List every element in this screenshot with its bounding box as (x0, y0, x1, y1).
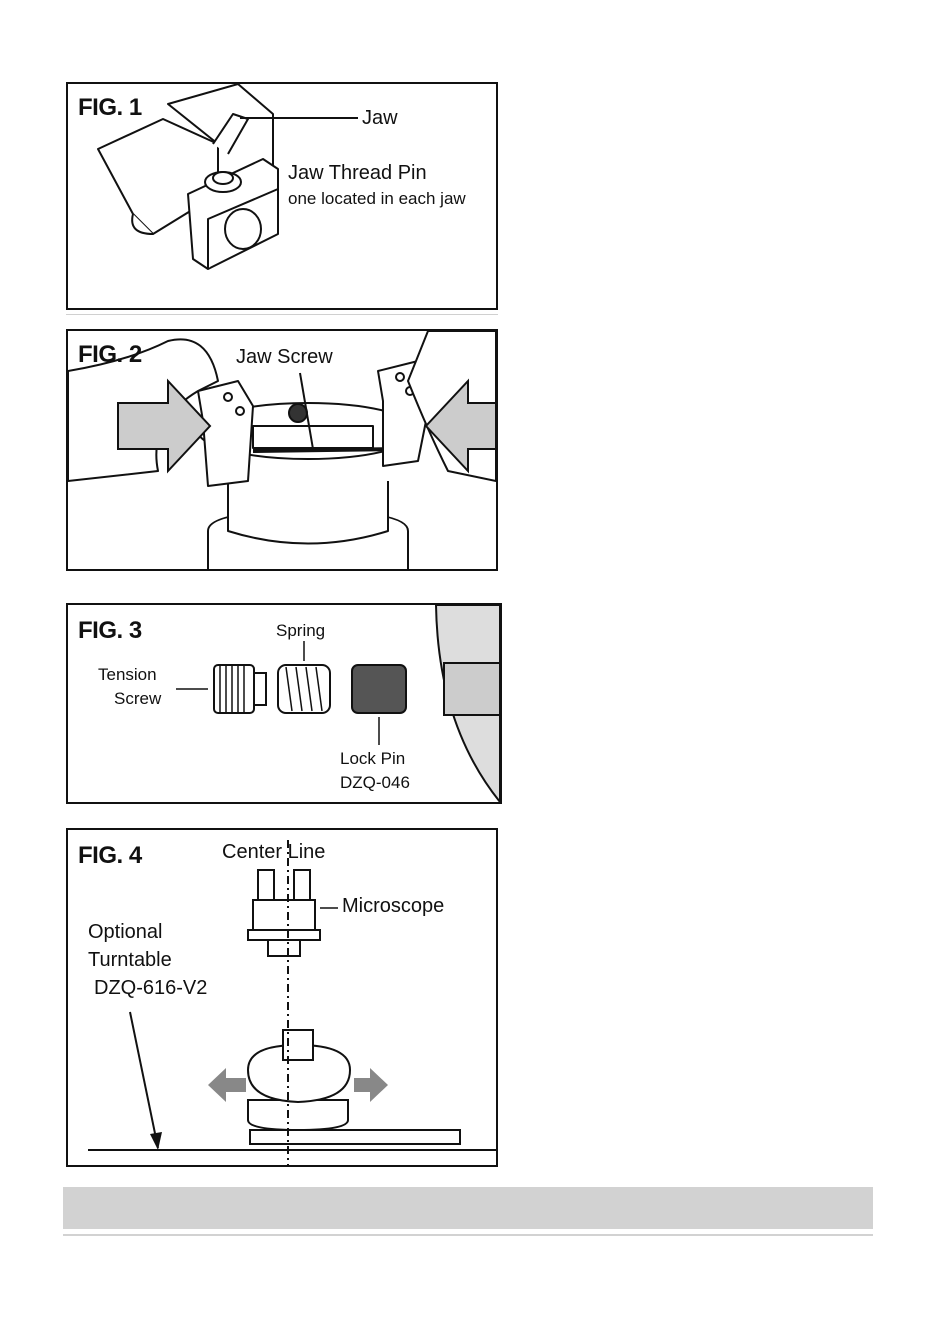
footer-divider (63, 1234, 873, 1236)
jaw-thread-pin-note: one located in each jaw (288, 187, 466, 211)
optional-turntable-label-line2: Turntable (88, 948, 172, 972)
lock-pin-label-line1: Lock Pin (340, 747, 405, 771)
figure-1: FIG. 1 Jaw Jaw Thread Pin one located in… (66, 82, 498, 310)
tension-screw-label-line2: Screw (114, 687, 161, 711)
optional-turntable-label-line1: Optional (88, 920, 163, 944)
figure-2: FIG. 2 Jaw Screw (66, 329, 498, 571)
lock-pin-part-number: DZQ-046 (340, 771, 410, 795)
jaw-label: Jaw (362, 106, 398, 130)
turntable-part-number: DZQ-616-V2 (94, 976, 207, 1000)
footer-bar (63, 1187, 873, 1229)
figure-3-title: FIG. 3 (78, 617, 142, 645)
tension-screw-label-line1: Tension (98, 663, 157, 687)
spring-label: Spring (276, 619, 325, 643)
jaw-screw-label: Jaw Screw (236, 345, 333, 369)
figure-4-title: FIG. 4 (78, 842, 142, 870)
center-line-label: Center Line (222, 840, 325, 864)
microscope-label: Microscope (342, 894, 444, 918)
jaw-thread-pin-label: Jaw Thread Pin (288, 161, 427, 185)
figure-3: FIG. 3 Spring Tension Screw Lock Pin DZQ… (66, 603, 502, 804)
figure-4: FIG. 4 Center Line Microscope Optional T… (66, 828, 498, 1167)
figure-separator (66, 314, 498, 315)
figure-1-title: FIG. 1 (78, 94, 142, 122)
figure-2-title: FIG. 2 (78, 341, 142, 369)
